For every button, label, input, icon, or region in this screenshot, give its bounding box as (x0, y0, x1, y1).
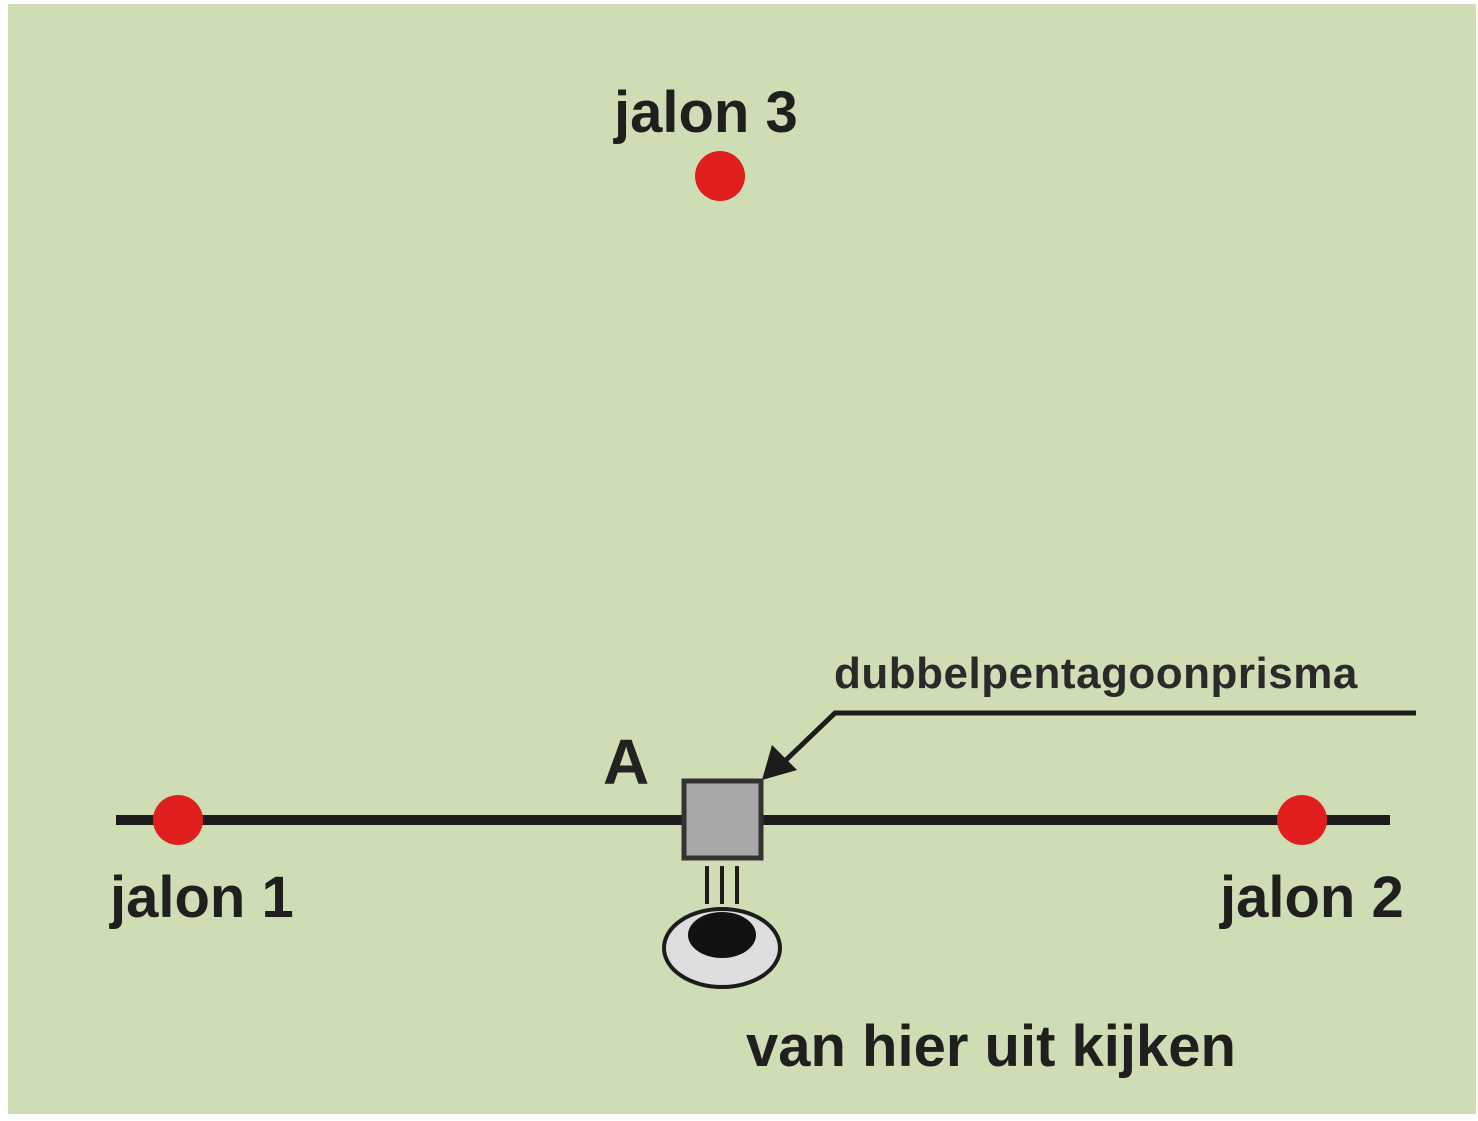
jalon-1-marker (153, 795, 203, 845)
eye-caption: van hier uit kijken (746, 1014, 1236, 1079)
prism-label: dubbelpentagoonprisma (834, 649, 1358, 698)
prism-box (681, 778, 764, 861)
jalon-2-marker (1277, 795, 1327, 845)
point-a-label: A (603, 726, 650, 798)
eye-icon (662, 907, 782, 989)
prism-leader-line (784, 710, 1416, 762)
jalon-2-label: jalon 2 (1220, 865, 1404, 930)
prism-arrow-head (762, 745, 797, 780)
jalon-3-marker (695, 151, 745, 201)
jalon-1-label: jalon 1 (110, 865, 294, 930)
jalon-3-label: jalon 3 (614, 80, 798, 145)
